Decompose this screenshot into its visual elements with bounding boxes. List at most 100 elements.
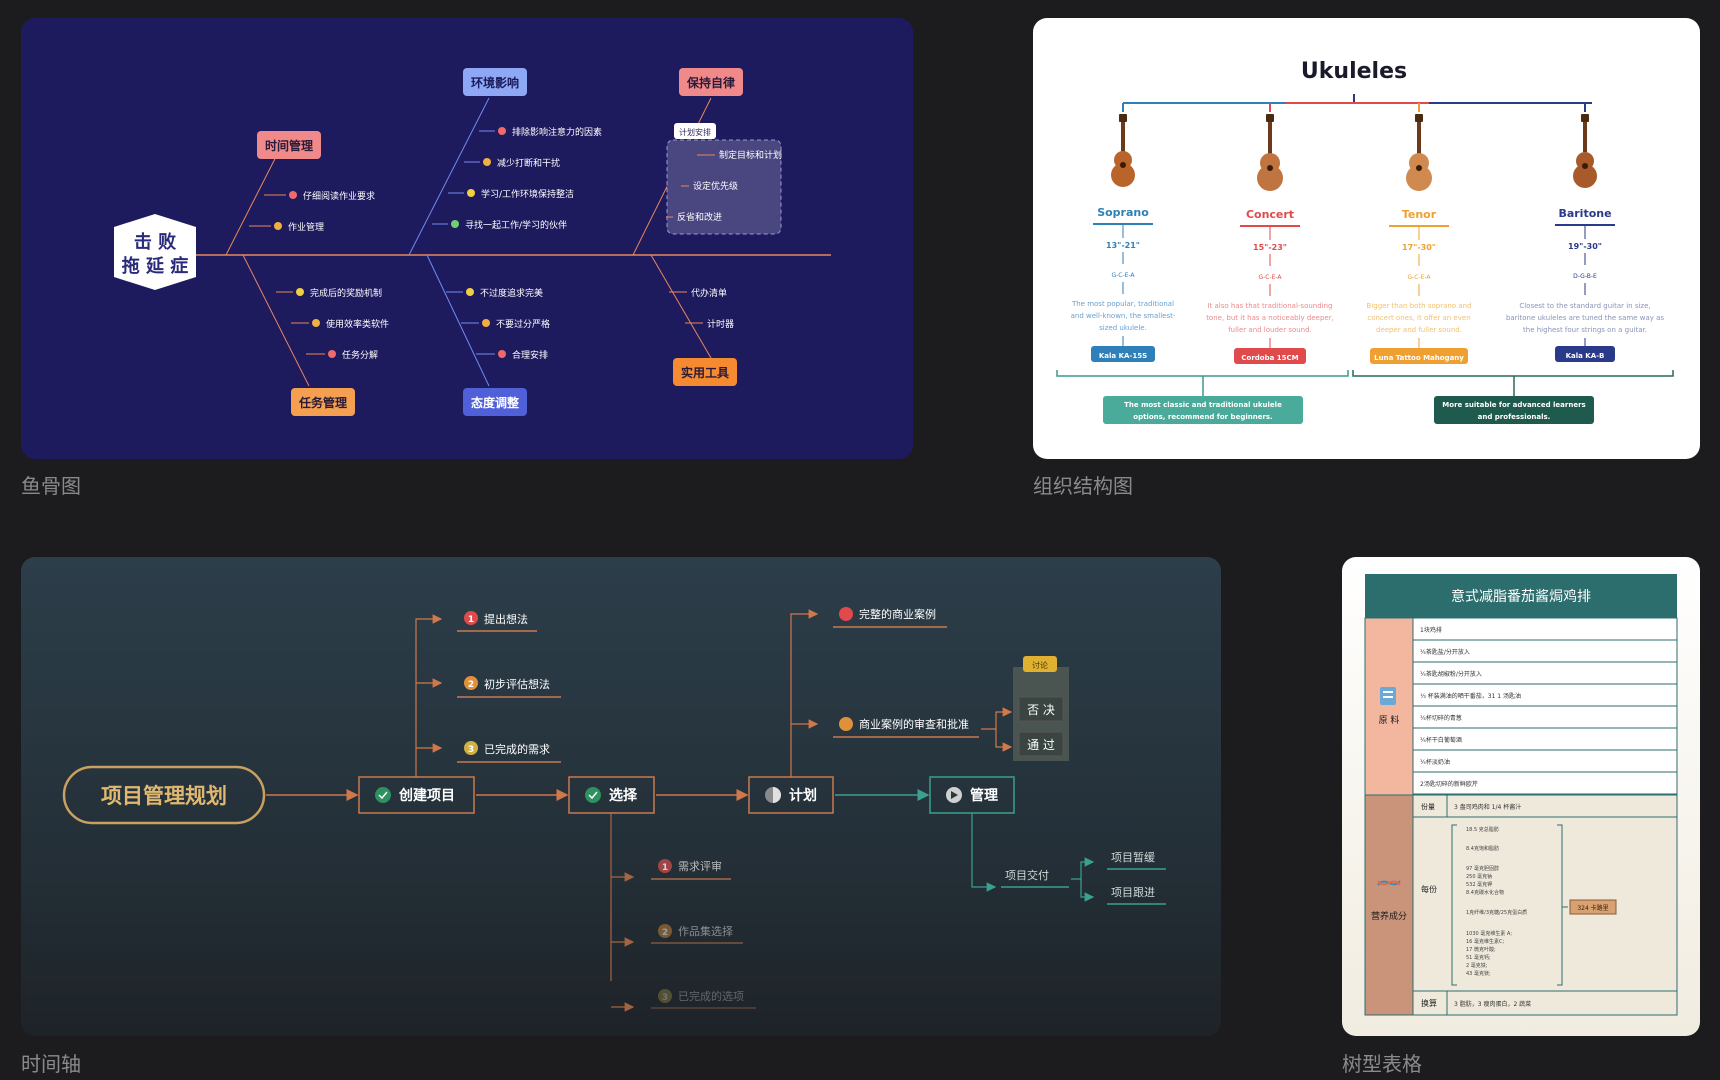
raw-item: ¼杯干白葡萄酒 (1420, 736, 1462, 744)
fishbone-task-mgmt-box (291, 388, 355, 416)
uke-tuning: D-G-B-E (1573, 273, 1597, 280)
template-card-tree-table[interactable]: 意式减脂番茄酱焗鸡排 原 料 1块鸡排 ¼茶匙盐/分开放入 ¼茶匙胡椒粉/分开放… (1342, 557, 1700, 1036)
number-badge: 3 (662, 993, 668, 1003)
uke-model-box (1370, 348, 1468, 364)
tree-title: 意式减脂番茄酱焗鸡排 (1451, 588, 1591, 605)
fishbone-item: 计时器 (707, 318, 734, 330)
uke-model: Luna Tattoo Mahogany (1374, 354, 1464, 362)
uke-size: 19"-30" (1568, 242, 1602, 251)
fishbone-tools-box (673, 358, 737, 386)
number-1-icon (464, 611, 478, 625)
number-badge: 1 (662, 863, 668, 873)
priority-2-icon (274, 222, 282, 230)
caption-fishbone[interactable]: 鱼骨图 (21, 474, 81, 498)
uke-tuning: G-C-E-A (1258, 274, 1282, 281)
nutrition-value: 43 毫克镁; (1466, 970, 1491, 977)
number-2-icon (658, 924, 672, 938)
priority-3-icon (296, 288, 304, 296)
manage-item: 项目交付 (1005, 868, 1049, 882)
uke-tuning: G-C-E-A (1111, 272, 1135, 279)
tree-title-bar (1365, 574, 1677, 618)
uke-desc: the highest four strings on a guitar. (1523, 326, 1647, 334)
nutrition-value: 51 毫克钙; (1466, 954, 1491, 961)
raw-section-label: 原 料 (1379, 714, 1400, 726)
approve-option: 通 过 (1027, 738, 1055, 752)
nutrition-value: 17 微克叶酸; (1466, 946, 1496, 953)
group-left-line: The most classic and traditional ukulele (1124, 401, 1282, 409)
uke-desc: and well-known, the smallest- (1071, 312, 1176, 320)
number-1-icon (658, 859, 672, 873)
ukulele-org-chart: Ukuleles Soprano 13"-21" G (1056, 59, 1674, 424)
select-item: 已完成的选项 (678, 989, 744, 1003)
create-item: 已完成的需求 (484, 742, 550, 756)
ukulele-icon (1111, 114, 1135, 187)
template-card-timeline[interactable]: 项目管理规划 创建项目 选择 计划 管理 1 提出想法 2 初步评估想法 3 已… (21, 557, 1221, 1036)
nutrition-value: 97 毫克胆固醇 (1466, 865, 1499, 872)
nutrition-section-label-cell (1364, 794, 1414, 1016)
number-2-icon (464, 676, 478, 690)
number-3-icon (464, 741, 478, 755)
nutrition-value: 1克纤维/3克糖/25克蛋白质 (1466, 909, 1527, 916)
number-3-icon (658, 989, 672, 1003)
fishbone-item: 寻找一起工作/学习的伙伴 (465, 219, 567, 231)
nutrition-value: 250 毫克钠 (1466, 873, 1492, 880)
priority-3-icon (466, 288, 474, 296)
red-dot-icon (839, 607, 853, 621)
fishbone-item: 排除影响注意力的因素 (512, 126, 602, 138)
template-card-org-chart[interactable]: Ukuleles Soprano 13"-21" G (1033, 18, 1700, 459)
fishbone-item: 设定优先级 (693, 180, 738, 192)
group-right-line: More suitable for advanced learners (1442, 401, 1585, 409)
fishbone-discipline-title: 保持自律 (686, 75, 735, 90)
caption-tree-table[interactable]: 树型表格 (1342, 1052, 1422, 1076)
fishbone-item: 仔细阅读作业要求 (303, 190, 375, 202)
org-title: Ukuleles (1301, 59, 1407, 84)
timeline-root-title: 项目管理规划 (101, 784, 227, 808)
ukulele-icon (1406, 114, 1432, 191)
uke-model-box (1555, 346, 1615, 362)
uke-tuning: G-C-E-A (1407, 274, 1431, 281)
create-item: 提出想法 (484, 612, 528, 626)
reject-option-box[interactable] (1018, 696, 1064, 722)
fishbone-time-mgmt-box (257, 131, 321, 159)
approve-option-box[interactable] (1018, 731, 1064, 757)
uke-desc: sized ukulele. (1099, 324, 1147, 332)
raw-item: ¼茶匙盐/分开放入 (1420, 648, 1470, 656)
raw-item: ¼茶匙胡椒粉/分开放入 (1420, 670, 1482, 678)
template-card-fishbone[interactable]: 击 败 拖 延 症 时间管理 仔细阅读作业要求 作业管理 环境影响 排除影响注意… (21, 18, 913, 459)
fishbone-tools-title: 实用工具 (681, 365, 729, 380)
raw-item: 1块鸡排 (1420, 626, 1442, 634)
discuss-label: 讨论 (1032, 660, 1048, 670)
priority-1-icon (498, 127, 506, 135)
check-icon (585, 787, 601, 803)
manage-sub-item: 项目暂缓 (1111, 851, 1155, 864)
priority-3-icon (467, 189, 475, 197)
fishbone-item: 代办清单 (691, 287, 727, 299)
plan-item: 完整的商业案例 (859, 607, 936, 621)
portion-value: 3 盎司鸡肉和 1/4 杯酱汁 (1454, 803, 1521, 811)
fishbone-item: 不过度追求完美 (480, 287, 543, 299)
recipe-tree-table: 意式减脂番茄酱焗鸡排 原 料 1块鸡排 ¼茶匙盐/分开放入 ¼茶匙胡椒粉/分开放… (1364, 574, 1678, 1016)
fishbone-env-title: 环境影响 (471, 75, 519, 90)
caption-org-chart[interactable]: 组织结构图 (1033, 474, 1133, 498)
orange-dot-icon (839, 717, 853, 731)
raw-item: 2汤匙切碎的新鲜欧芹 (1420, 780, 1478, 788)
fishbone-item: 完成后的奖励机制 (310, 287, 382, 299)
fishbone-time-mgmt-title: 时间管理 (265, 138, 313, 153)
uke-size: 17"-30" (1402, 243, 1436, 252)
nutrition-value: 16 毫克维生素C; (1466, 938, 1504, 945)
priority-1-icon (498, 350, 506, 358)
priority-2-icon (483, 158, 491, 166)
uke-model: Cordoba 15CM (1241, 354, 1298, 362)
priority-2-icon (482, 319, 490, 327)
uke-desc: The most popular, traditional (1071, 300, 1174, 308)
uke-type-name: Tenor (1402, 208, 1437, 221)
caption-timeline[interactable]: 时间轴 (21, 1052, 81, 1076)
fishbone-item: 使用效率类软件 (326, 318, 389, 330)
fishbone-task-mgmt-title: 任务管理 (298, 395, 347, 410)
create-item: 初步评估想法 (484, 677, 550, 691)
timeline-root-box (62, 765, 266, 825)
calorie-value: 324 卡路里 (1577, 904, 1608, 912)
uke-model: Kala KA-B (1566, 352, 1605, 360)
nutrition-value: 8.4克饱和脂肪 (1466, 845, 1499, 852)
raw-section-label-cell (1364, 617, 1414, 796)
